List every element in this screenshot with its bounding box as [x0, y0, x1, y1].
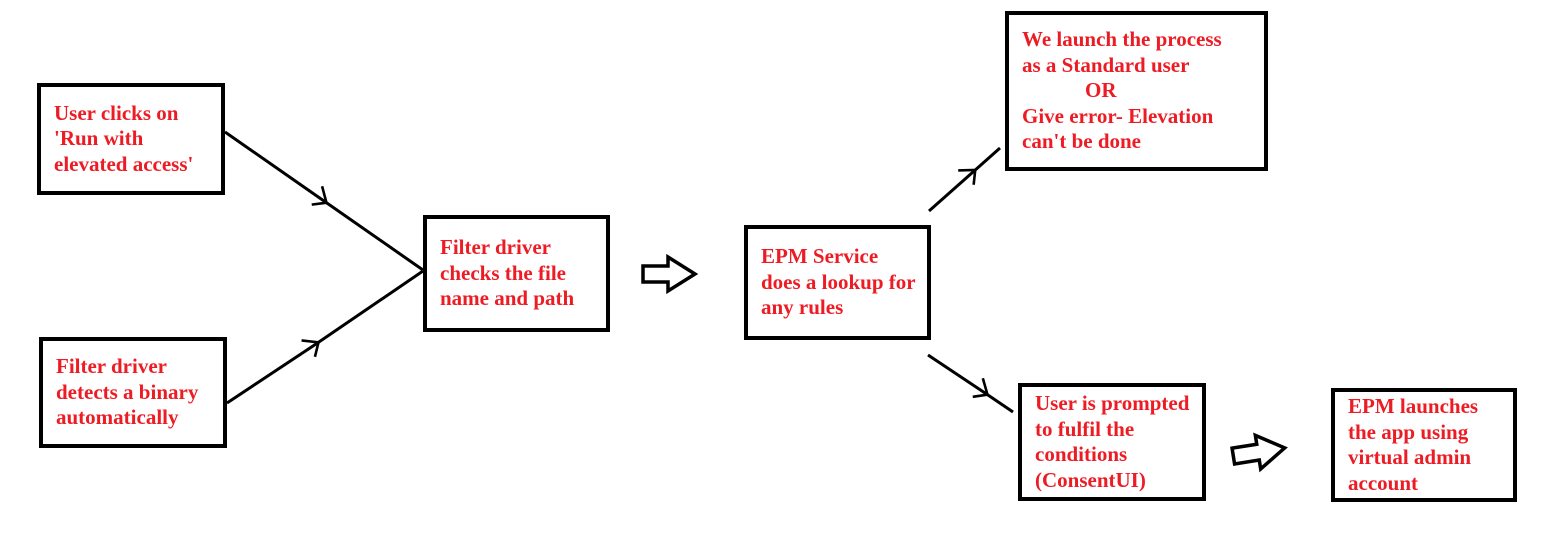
arrow-user-clicks-to-filter-checks	[224, 130, 424, 272]
node-text: User clicks on 'Run with elevated access…	[54, 100, 194, 176]
node-text: Filter driver checks the file name and p…	[440, 235, 575, 311]
flow-node-epm-launches: EPM launches the app using virtual admin…	[1331, 388, 1517, 502]
arrow-filter-detects-to-filter-checks	[226, 269, 424, 405]
flow-node-launch-or-error: We launch the process as a Standard user…	[1005, 11, 1268, 171]
node-text: EPM Service does a lookup for any rules	[761, 244, 916, 320]
block-arrow-filter-checks-to-epm-lookup	[641, 253, 699, 295]
block-arrow-user-prompted-to-epm-launches	[1230, 432, 1288, 473]
node-text: We launch the process as a Standard user…	[1022, 27, 1222, 154]
node-text: EPM launches the app using virtual admin…	[1348, 394, 1479, 495]
node-text: Filter driver detects a binary automatic…	[56, 354, 199, 430]
flow-node-filter-checks: Filter driver checks the file name and p…	[423, 215, 610, 332]
flow-node-user-clicks: User clicks on 'Run with elevated access…	[37, 83, 225, 195]
node-text: User is prompted to fulfil the condition…	[1035, 391, 1190, 492]
arrow-epm-lookup-to-user-prompted	[927, 353, 1014, 414]
flow-node-filter-detects: Filter driver detects a binary automatic…	[39, 337, 227, 448]
arrow-epm-lookup-to-launch-or-error	[928, 146, 1001, 213]
flow-node-user-prompted: User is prompted to fulfil the condition…	[1018, 383, 1206, 501]
flow-node-epm-lookup: EPM Service does a lookup for any rules	[744, 225, 931, 340]
